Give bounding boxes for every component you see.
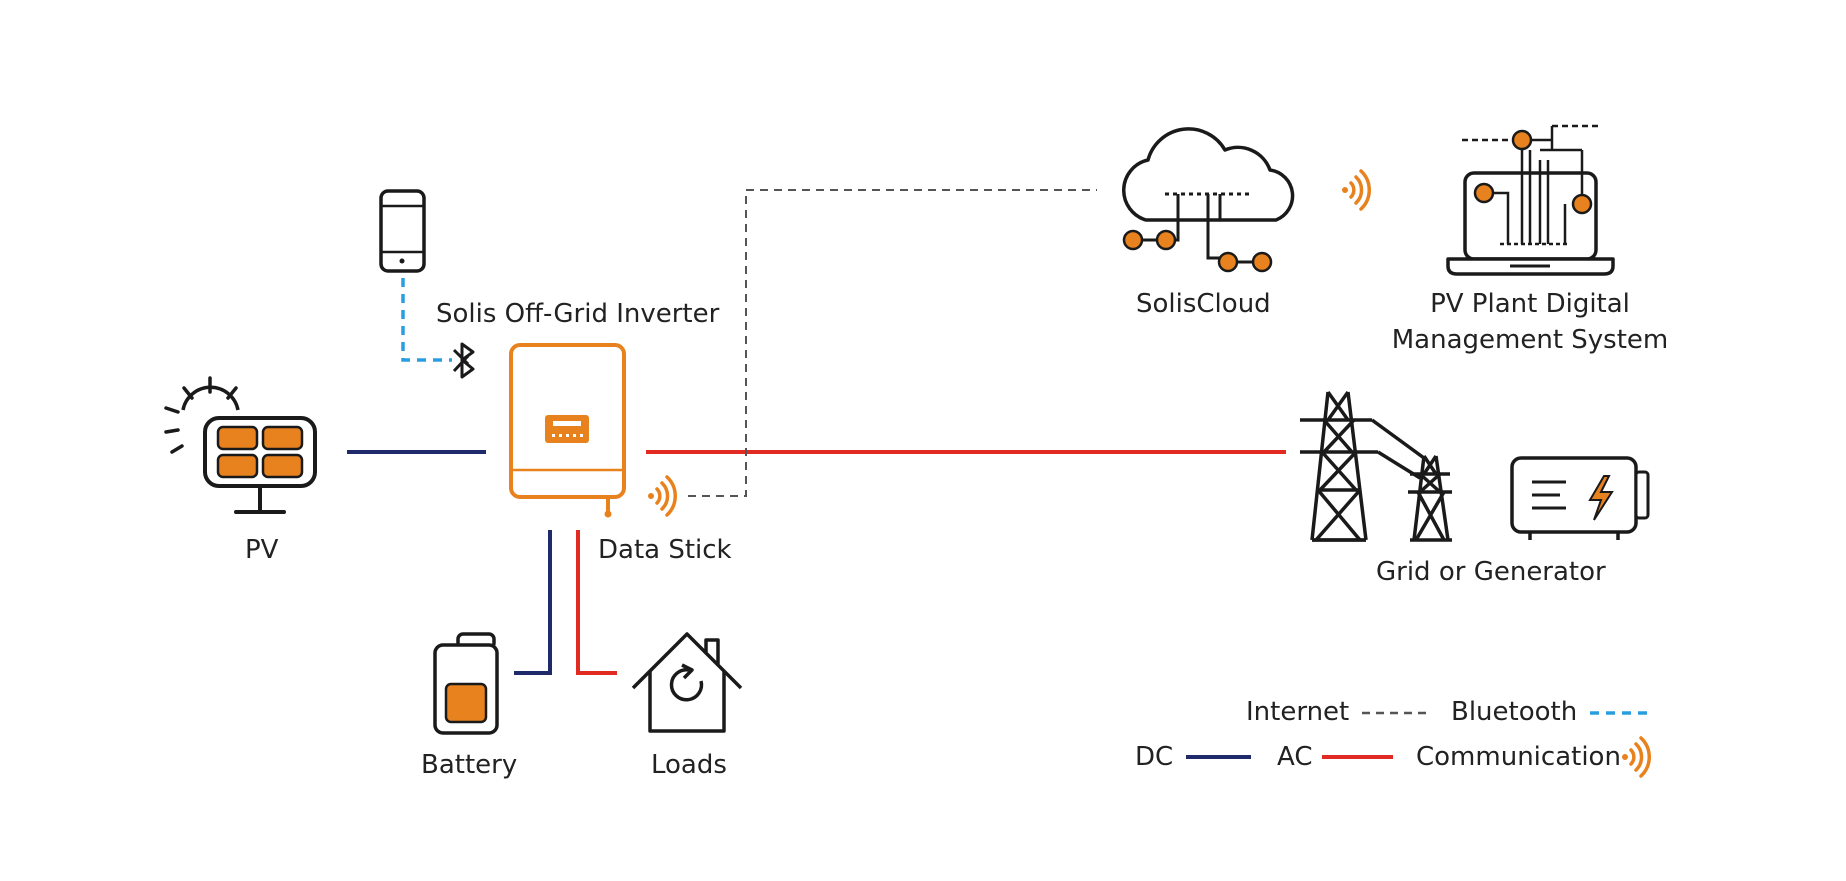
wireless-signal-icon [648, 475, 677, 517]
inverter-label: Solis Off-Grid Inverter [436, 299, 720, 329]
generator-icon [1510, 456, 1650, 540]
management-label-line1: PV Plant Digital [1430, 289, 1630, 319]
legend-internet-label: Internet [1246, 697, 1350, 727]
laptop-icon [1446, 124, 1615, 276]
data-stick-label: Data Stick [598, 535, 732, 565]
bluetooth-icon [452, 342, 475, 379]
cloud-label: SolisCloud [1136, 289, 1271, 319]
management-label: PV Plant Digital Management System [1380, 286, 1680, 358]
battery-label: Battery [421, 750, 518, 780]
bluetooth-connection-line [401, 278, 452, 362]
legend-communication-icon [1622, 736, 1651, 778]
battery-dc-line [514, 530, 552, 675]
house-icon [631, 632, 743, 733]
management-label-line2: Management System [1391, 325, 1669, 355]
smartphone-icon [379, 189, 426, 273]
solar-panel-icon [164, 376, 317, 514]
loads-label: Loads [651, 750, 727, 780]
battery-icon [433, 632, 499, 735]
pv-label: PV [245, 535, 279, 565]
legend-dc-label: DC [1135, 742, 1174, 772]
inverter-icon [509, 343, 626, 518]
cloud-icon [1122, 127, 1295, 273]
grid-label: Grid or Generator [1376, 557, 1606, 587]
internet-connection-line [688, 189, 1097, 497]
transmission-tower-icon [1300, 390, 1452, 542]
legend-ac-label: AC [1277, 742, 1313, 772]
legend-bluetooth-label: Bluetooth [1451, 697, 1578, 727]
loads-ac-line [576, 530, 617, 675]
legend-communication-label: Communication [1416, 742, 1621, 772]
communication-signal-icon [1342, 169, 1371, 211]
